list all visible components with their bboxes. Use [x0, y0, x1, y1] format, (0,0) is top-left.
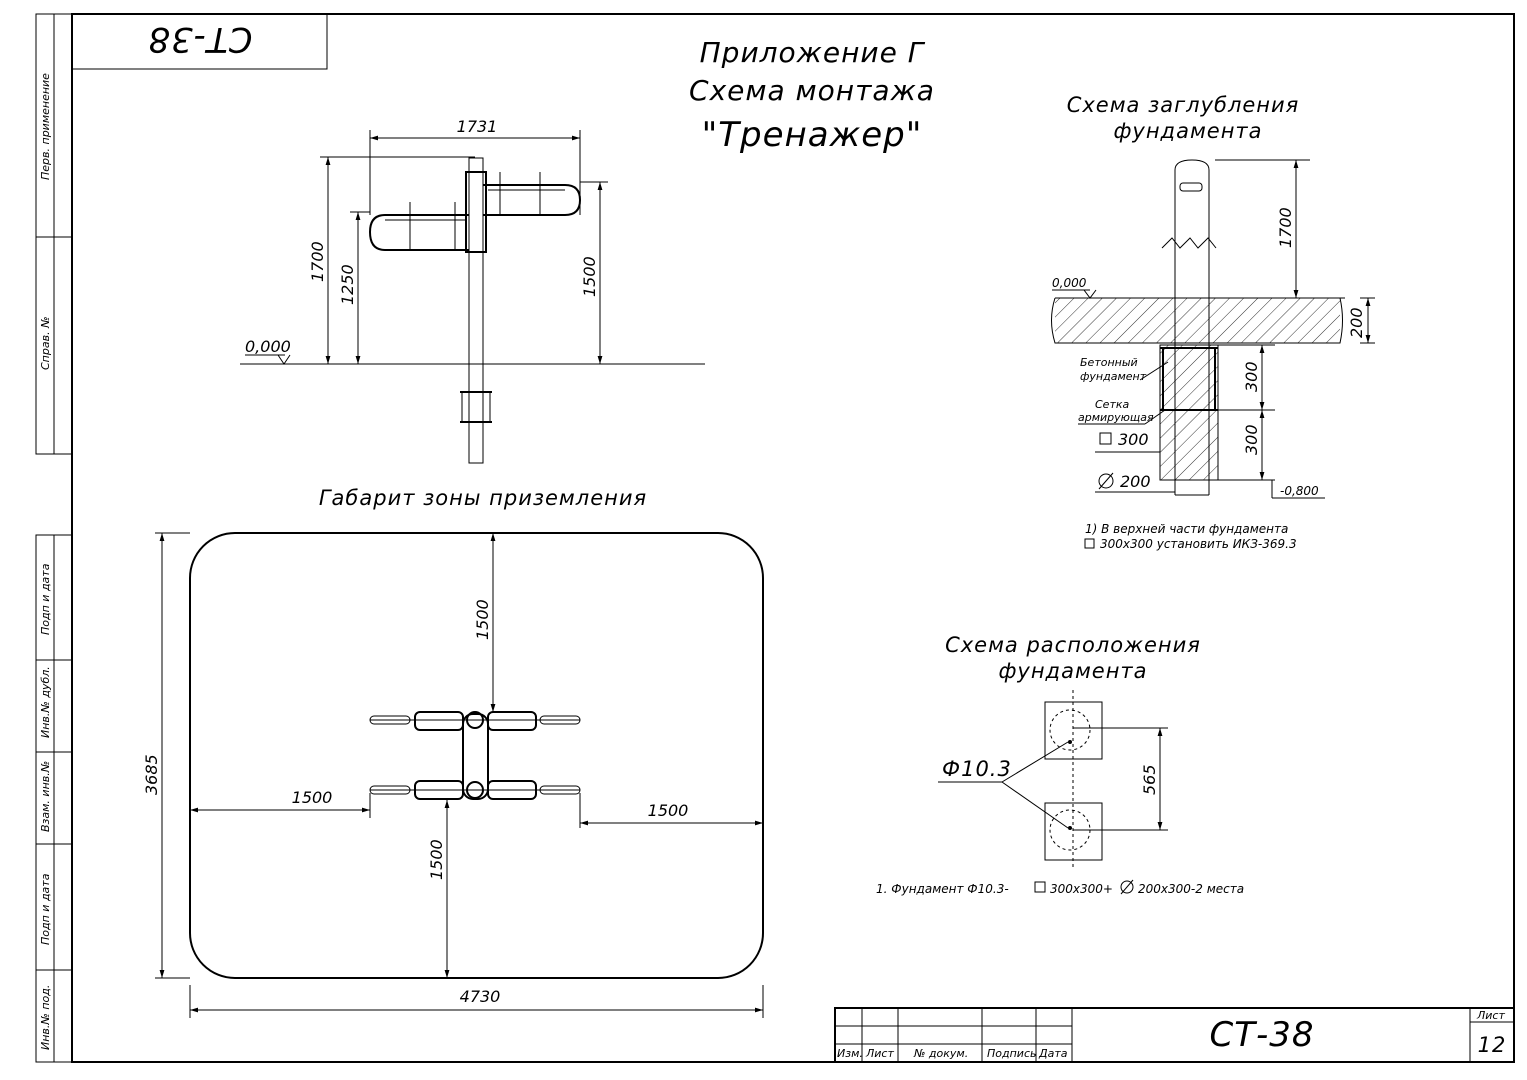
- depth-dim-1700: 1700: [1276, 207, 1295, 248]
- title-block: Изм. Лист № докум. Подпись Дата СТ-38 Ли…: [834, 1007, 1515, 1063]
- dim-bottom-1500: 1500: [427, 839, 446, 880]
- code-box-text: СТ-38: [147, 19, 252, 59]
- title-line-2: Схема монтажа: [689, 74, 935, 107]
- layout-note-mid2: 200х300-2 места: [1138, 882, 1244, 896]
- diameter-200: 200: [1120, 472, 1151, 491]
- side-label-podp1: Подп и дата: [39, 563, 52, 635]
- dim-right-1500: 1500: [648, 801, 689, 820]
- equipment-plan: [369, 711, 581, 800]
- tb-col-sign: Подпись: [987, 1047, 1036, 1060]
- side-label-perv: Перв. применение: [39, 73, 52, 180]
- layout-dim-565: 565: [1140, 764, 1159, 795]
- dim-height-1500: 1500: [580, 256, 599, 297]
- title-line-1: Приложение Г: [700, 36, 926, 69]
- depth-level-bottom: -0,800: [1280, 484, 1319, 498]
- depth-note-1: 1) В верхней части фундамента: [1085, 522, 1288, 536]
- drawing-title: Приложение Г Схема монтажа "Тренажер": [689, 36, 935, 155]
- side-label-podp2: Подп и дата: [39, 873, 52, 945]
- layout-title-1: Схема расположения: [945, 633, 1201, 657]
- dim-top-1500: 1500: [473, 599, 492, 640]
- tb-sheet-label: Лист: [1476, 1009, 1505, 1022]
- foundation-depth-view: Схема заглубления фундамента 1700 200 30…: [1051, 93, 1375, 551]
- side-label-vzam: Взам. инв.№: [39, 761, 52, 832]
- depth-title-2: фундамента: [1113, 119, 1262, 143]
- foundation-layout-view: Схема расположения фундамента 565 Ф10.3 …: [876, 633, 1244, 896]
- tb-col-date: Дата: [1038, 1047, 1068, 1060]
- square-symbol-icon: [1099, 432, 1112, 445]
- depth-dim-300-upper: 300: [1242, 361, 1261, 392]
- depth-title-1: Схема заглубления: [1067, 93, 1300, 117]
- layout-note-mid1: 300х300+: [1050, 882, 1113, 896]
- side-strip-labels: Перв. применение Справ. № Подп и дата Ин…: [39, 73, 52, 1050]
- label-mesh-1: Сетка: [1095, 398, 1130, 411]
- elevation-view: 1731 1700 1250 1500 0,000: [240, 117, 705, 464]
- layout-label-f103: Ф10.3: [942, 757, 1012, 781]
- tb-sheet-number: 12: [1478, 1033, 1507, 1057]
- side-label-inv-pod: Инв.№ под.: [39, 985, 52, 1050]
- tb-col-list: Лист: [865, 1047, 894, 1060]
- sheet-frame: [35, 13, 1515, 1063]
- depth-dim-300-lower: 300: [1242, 424, 1261, 455]
- side-label-sprav: Справ. №: [39, 316, 52, 370]
- dim-3685: 3685: [142, 754, 161, 795]
- depth-note-2: 300х300 установить ИКЗ-369.3: [1100, 537, 1297, 551]
- dim-left-1500: 1500: [292, 788, 333, 807]
- landing-zone-view: Габарит зоны приземления 3685 4730 1500 …: [142, 486, 764, 1018]
- depth-dim-200: 200: [1347, 307, 1366, 338]
- tb-col-doc: № докум.: [913, 1047, 968, 1060]
- code-box: СТ-38: [71, 13, 328, 70]
- layout-note-prefix: 1. Фундамент Ф10.3-: [876, 882, 1009, 896]
- tb-col-izm: Изм.: [837, 1047, 863, 1060]
- tb-code: СТ-38: [1209, 1015, 1314, 1055]
- side-label-inv-dubl: Инв.№ дубл.: [39, 666, 52, 738]
- landing-zone-title: Габарит зоны приземления: [319, 486, 647, 510]
- dim-width-1731: 1731: [457, 117, 498, 136]
- label-concrete-1: Бетонный: [1080, 356, 1138, 369]
- dim-4730: 4730: [460, 987, 501, 1006]
- level-0000: 0,000: [245, 337, 291, 356]
- square-size-300: 300: [1118, 430, 1149, 449]
- dim-height-1700: 1700: [308, 241, 327, 282]
- diameter-symbol-icon: [1098, 473, 1114, 489]
- title-line-3: "Тренажер": [702, 115, 923, 155]
- label-mesh-2: армирующая: [1078, 411, 1154, 424]
- label-concrete-2: фундамент: [1080, 370, 1147, 383]
- dim-height-1250: 1250: [338, 264, 357, 305]
- layout-title-2: фундамента: [998, 659, 1147, 683]
- depth-level-top: 0,000: [1052, 276, 1087, 290]
